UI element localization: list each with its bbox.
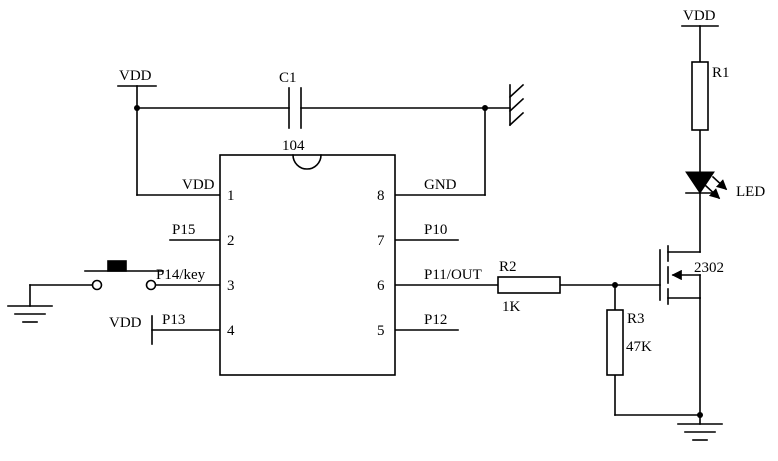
mosfet-icon: 2302 — [659, 245, 724, 305]
pin-number-1: 1 — [227, 188, 235, 204]
button-actuator — [107, 260, 127, 272]
pin4-net-label: P13 — [162, 312, 185, 328]
pin8-net-label: GND — [424, 177, 457, 193]
c1-ref: C1 — [279, 70, 297, 86]
junction-dot — [134, 105, 140, 111]
junction-dot — [612, 282, 618, 288]
ic-pin-net-labels: VDD P15 P14/key P13 GND P10 P11/OUT P12 — [156, 177, 482, 328]
pin6-net-label: P11/OUT — [424, 267, 482, 283]
r3-value: 47K — [626, 339, 652, 355]
resistor-r1: R1 — [691, 61, 730, 131]
pin-number-4: 4 — [227, 323, 235, 339]
pin7-net-label: P10 — [424, 222, 447, 238]
vdd-label: VDD — [683, 8, 716, 24]
junction-dot — [482, 105, 488, 111]
pin3-net-label: P14/key — [156, 267, 206, 283]
button-terminal — [145, 279, 157, 291]
r2-body — [497, 276, 561, 294]
r3-ref: R3 — [627, 311, 645, 327]
c1-value: 104 — [282, 138, 305, 154]
ground-symbol-right-icon — [677, 414, 723, 441]
led-emit-arrow — [704, 184, 721, 200]
r2-ref: R2 — [499, 259, 517, 275]
ground-symbol-left-icon — [7, 305, 53, 323]
led-label: LED — [736, 184, 765, 200]
pin-number-7: 7 — [377, 233, 385, 249]
led-icon: LED — [685, 171, 765, 200]
resistor-r2: R2 1K — [497, 259, 561, 315]
vdd-label: VDD — [109, 315, 142, 331]
ic-u1: 1 2 3 4 8 7 6 5 — [219, 154, 396, 376]
r2-value: 1K — [502, 299, 521, 315]
button-terminal — [91, 279, 103, 291]
pushbutton-key-icon — [84, 260, 164, 291]
led-triangle — [685, 171, 715, 194]
pin-number-3: 3 — [227, 278, 235, 294]
pin1-net-label: VDD — [182, 177, 215, 193]
earth-ground-top-icon — [508, 83, 525, 127]
r1-ref: R1 — [712, 65, 730, 81]
pin5-net-label: P12 — [424, 312, 447, 328]
r1-body — [691, 61, 709, 131]
mosfet-part-label: 2302 — [694, 260, 724, 276]
led-emit-arrow — [711, 175, 728, 191]
capacitor-c1: C1 104 — [279, 70, 305, 154]
wires — [29, 25, 701, 416]
ic-notch — [292, 154, 322, 170]
vdd-port-pin4: VDD — [109, 315, 153, 345]
vdd-label: VDD — [119, 68, 152, 84]
r3-body — [606, 309, 624, 376]
vdd-port-top-right: VDD — [681, 8, 719, 27]
pin-number-5: 5 — [377, 323, 385, 339]
pin2-net-label: P15 — [172, 222, 195, 238]
pin-number-6: 6 — [377, 278, 385, 294]
ic-body — [219, 154, 396, 376]
pin-number-8: 8 — [377, 188, 385, 204]
pin-number-2: 2 — [227, 233, 235, 249]
resistor-r3: R3 47K — [606, 309, 652, 376]
vdd-port-top-left: VDD — [117, 68, 157, 87]
